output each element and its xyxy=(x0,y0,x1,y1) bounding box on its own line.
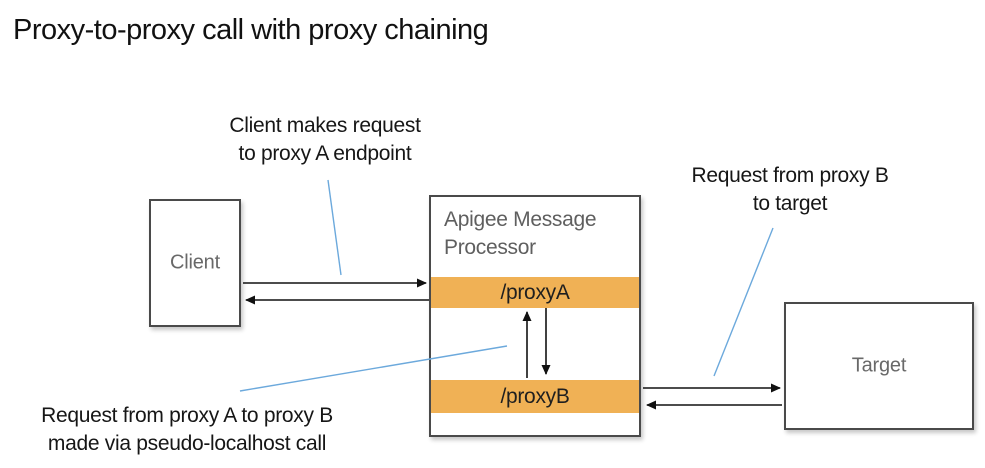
message-processor-title: Apigee Message Processor xyxy=(444,208,597,259)
annotation-chain-request-line1: Request from proxy A to proxy B xyxy=(41,404,333,427)
annotation-client-request: Client makes request to proxy A endpoint xyxy=(185,112,465,168)
proxy-a-bar: /proxyA xyxy=(431,277,639,308)
annotation-client-request-line2: to proxy A endpoint xyxy=(238,142,412,165)
proxy-b-bar: /proxyB xyxy=(431,380,639,413)
client-node: Client xyxy=(149,199,241,327)
proxy-b-label: /proxyB xyxy=(500,385,570,408)
client-node-label: Client xyxy=(170,251,220,274)
target-node: Target xyxy=(784,302,974,430)
annotation-target-request-line1: Request from proxy B xyxy=(691,164,889,187)
target-node-label: Target xyxy=(851,354,907,377)
leader-line-client-request xyxy=(327,179,342,276)
proxy-a-label: /proxyA xyxy=(500,281,570,304)
message-processor-node: Apigee Message Processor /proxyA /proxyB xyxy=(429,195,641,437)
diagram-title: Proxy-to-proxy call with proxy chaining xyxy=(13,14,489,46)
leader-line-target-request xyxy=(713,227,774,377)
annotation-client-request-line1: Client makes request xyxy=(229,114,421,137)
annotation-chain-request-line2: made via pseudo-localhost call xyxy=(47,432,327,455)
annotation-chain-request: Request from proxy A to proxy B made via… xyxy=(7,402,367,458)
annotation-target-request-line2: to target xyxy=(752,192,828,215)
annotation-target-request: Request from proxy B to target xyxy=(650,162,930,218)
